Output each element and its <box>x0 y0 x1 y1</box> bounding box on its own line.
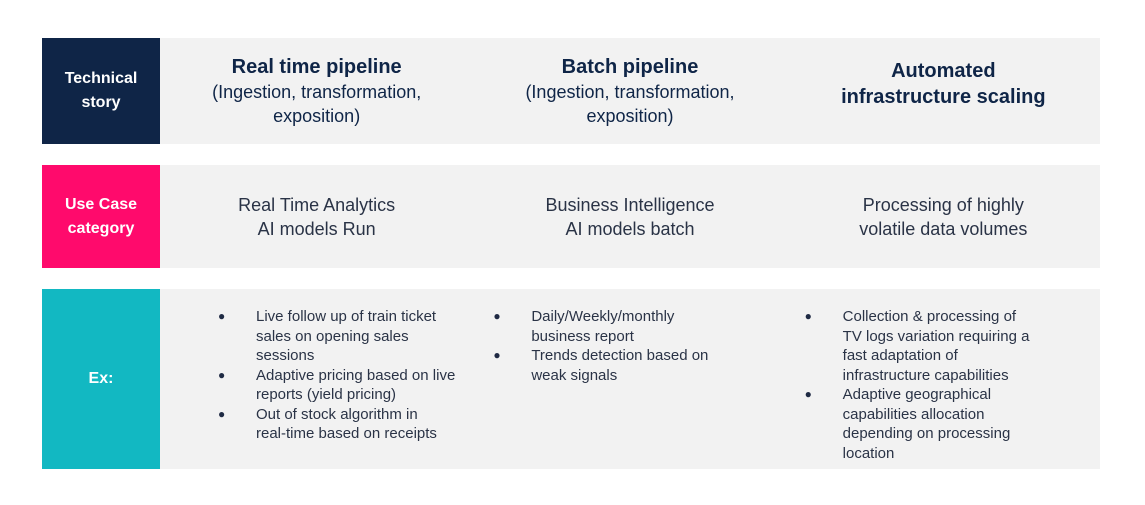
example-line: Live follow up of train ticket <box>256 308 437 325</box>
example-line: sessions <box>256 347 315 364</box>
example-line: Collection & processing of <box>842 308 1017 325</box>
use-case-label-line1: Use Case <box>64 195 138 213</box>
batch-pipeline-sub-line1: (Ingestion, transformation, <box>525 82 735 102</box>
scaling-title-line2: infrastructure scaling <box>841 86 1046 108</box>
scaling-example-item: ● Collection & processing of TV logs var… <box>805 307 1030 385</box>
technical-story-label-line1: Technical <box>64 70 138 87</box>
example-line: TV logs variation requiring a <box>842 327 1030 345</box>
examples-row: Ex: ● Live follow up of train ticket sal… <box>42 289 1100 469</box>
technical-cell-scaling: Automated infrastructure scaling <box>787 38 1100 144</box>
realtime-example-item: ● Live follow up of train ticket sales o… <box>218 307 455 366</box>
scaling-examples-list: ● Collection & processing of TV logs var… <box>805 307 1030 463</box>
example-line: location <box>842 444 895 462</box>
examples-cell-scaling: ● Collection & processing of TV logs var… <box>787 289 1100 469</box>
scaling-example-item: ● Adaptive geographical capabilities all… <box>805 385 1030 463</box>
example-line: reports (yield pricing) <box>256 386 397 403</box>
batch-example-item: ● Trends detection based on weak signals <box>493 346 708 385</box>
batch-pipeline-title: Batch pipeline <box>561 56 699 78</box>
example-line: Adaptive geographical <box>842 386 992 403</box>
bullet-icon: ● <box>493 309 501 323</box>
realtime-example-item: ● Adaptive pricing based on live reports… <box>218 366 455 405</box>
examples-cell-realtime: ● Live follow up of train ticket sales o… <box>160 289 473 469</box>
scaling-category-line1: Processing of highly <box>862 194 1024 215</box>
scaling-category-line2: volatile data volumes <box>859 218 1028 239</box>
examples-label: Ex: <box>42 289 160 469</box>
technical-story-label-line2: story <box>81 94 121 111</box>
realtime-examples-list: ● Live follow up of train ticket sales o… <box>218 307 455 444</box>
example-line: fast adaptation of <box>842 347 958 364</box>
example-line: business report <box>531 327 634 345</box>
batch-category-line2: AI models batch <box>565 218 695 239</box>
example-line: infrastructure capabilities <box>842 366 1009 384</box>
technical-cell-batch: Batch pipeline (Ingestion, transformatio… <box>473 38 786 144</box>
batch-pipeline-sub-line2: exposition) <box>586 106 674 126</box>
example-line: depending on processing <box>842 425 1011 442</box>
realtime-category-line1: Real Time Analytics <box>238 194 396 215</box>
example-line: Out of stock algorithm in <box>256 405 418 423</box>
example-line: Trends detection based on <box>531 347 709 364</box>
batch-category-line1: Business Intelligence <box>545 194 715 215</box>
use-case-panel: Real Time Analytics AI models Run Busine… <box>160 165 1100 268</box>
realtime-pipeline-sub-line1: (Ingestion, transformation, <box>212 82 422 102</box>
examples-cell-batch: ● Daily/Weekly/monthly business report ●… <box>473 289 786 469</box>
use-case-cell-realtime: Real Time Analytics AI models Run <box>160 165 473 268</box>
scaling-title-line1: Automated <box>891 60 996 82</box>
realtime-example-item: ● Out of stock algorithm in real-time ba… <box>218 405 455 444</box>
technical-story-label: Technical story <box>42 38 160 144</box>
bullet-icon: ● <box>218 406 226 421</box>
realtime-pipeline-sub-line2: exposition) <box>273 106 361 126</box>
example-line: Adaptive pricing based on live <box>256 366 456 384</box>
example-line: real-time based on receipts <box>256 425 437 442</box>
examples-panel: ● Live follow up of train ticket sales o… <box>160 289 1100 469</box>
use-case-cell-batch: Business Intelligence AI models batch <box>473 165 786 268</box>
bullet-icon: ● <box>804 309 812 323</box>
use-case-cell-scaling: Processing of highly volatile data volum… <box>787 165 1100 268</box>
example-line: capabilities allocation <box>842 405 985 423</box>
bullet-icon: ● <box>493 348 501 362</box>
use-case-row: Use Case category Real Time Analytics AI… <box>42 165 1100 268</box>
batch-examples-list: ● Daily/Weekly/monthly business report ●… <box>493 307 708 385</box>
example-line: sales on opening sales <box>256 327 409 345</box>
batch-example-item: ● Daily/Weekly/monthly business report <box>493 307 708 346</box>
use-case-label: Use Case category <box>42 165 160 268</box>
technical-story-row: Technical story Real time pipeline (Inge… <box>42 38 1100 144</box>
technical-cell-realtime: Real time pipeline (Ingestion, transform… <box>160 38 473 144</box>
example-line: Daily/Weekly/monthly <box>531 308 675 325</box>
example-line: weak signals <box>531 366 618 384</box>
bullet-icon: ● <box>804 387 812 401</box>
realtime-category-line2: AI models Run <box>257 218 376 239</box>
technical-story-panel: Real time pipeline (Ingestion, transform… <box>160 38 1100 144</box>
bullet-icon: ● <box>218 367 226 382</box>
use-case-label-line2: category <box>67 219 135 237</box>
realtime-pipeline-title: Real time pipeline <box>231 56 402 78</box>
bullet-icon: ● <box>218 309 226 323</box>
